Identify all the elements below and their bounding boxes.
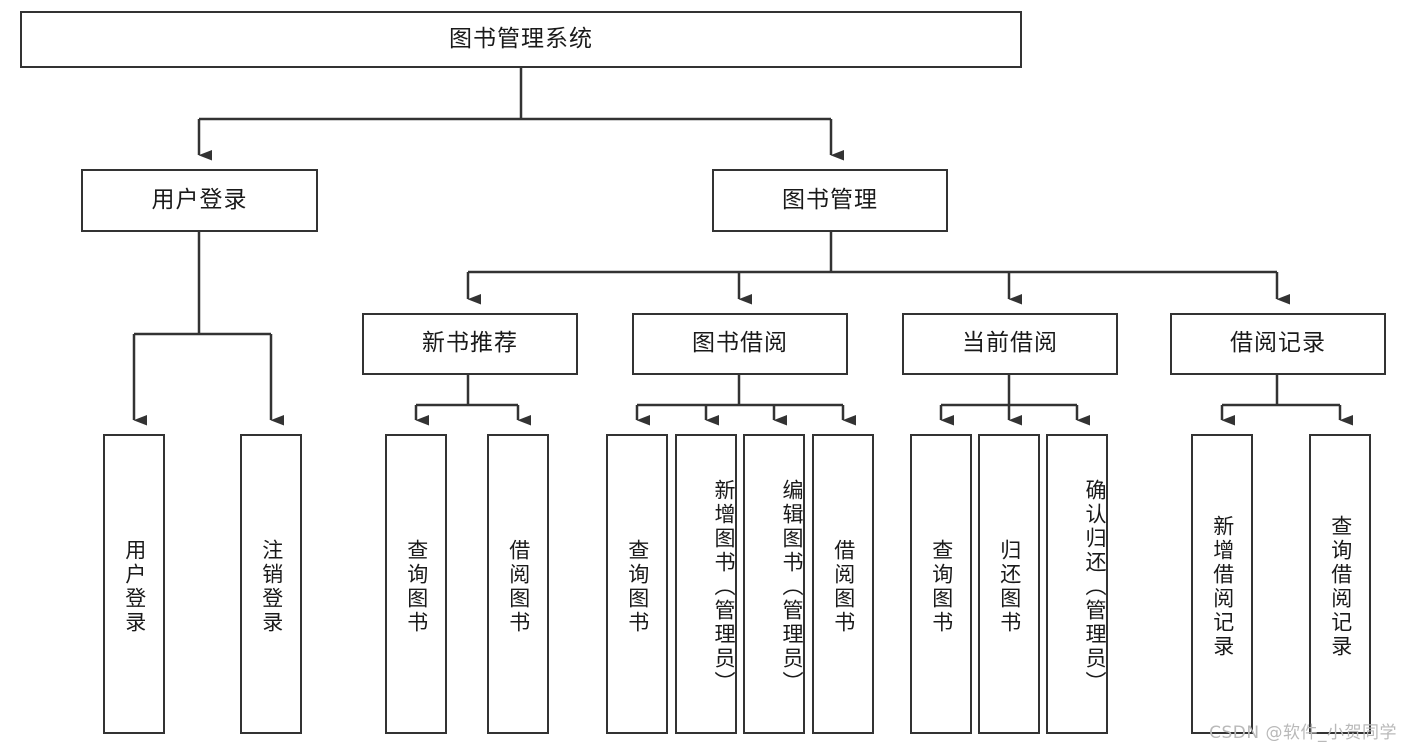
leaf-borrow-query-book[interactable]: 查询图书 xyxy=(606,434,668,734)
leaf-recommend-query-book[interactable]: 查询图书 xyxy=(385,434,447,734)
leaf-label: 查询借阅记录 xyxy=(1328,515,1353,659)
leaf-borrow-add-book-admin[interactable]: 新增图书（管理员） xyxy=(675,434,737,734)
node-book-management-label: 图书管理 xyxy=(782,186,878,213)
leaf-recommend-borrow-book[interactable]: 借阅图书 xyxy=(487,434,549,734)
leaf-record-query-record[interactable]: 查询借阅记录 xyxy=(1309,434,1371,734)
node-root-label: 图书管理系统 xyxy=(449,25,593,52)
node-new-book-recommend[interactable]: 新书推荐 xyxy=(362,313,578,375)
node-borrow-record[interactable]: 借阅记录 xyxy=(1170,313,1386,375)
leaf-label: 查询图书 xyxy=(625,539,650,635)
node-book-borrow[interactable]: 图书借阅 xyxy=(632,313,848,375)
leaf-label: 借阅图书 xyxy=(831,539,856,635)
leaf-label: 用户登录 xyxy=(122,539,147,635)
node-user-login[interactable]: 用户登录 xyxy=(81,169,318,232)
node-current-borrow-label: 当前借阅 xyxy=(962,330,1058,357)
leaf-current-query-book[interactable]: 查询图书 xyxy=(910,434,972,734)
node-current-borrow[interactable]: 当前借阅 xyxy=(902,313,1118,375)
leaf-label: 查询图书 xyxy=(404,539,429,635)
node-borrow-record-label: 借阅记录 xyxy=(1230,330,1326,357)
leaf-label: 编辑图书（管理员） xyxy=(780,479,804,695)
leaf-label: 新增图书（管理员） xyxy=(712,479,736,695)
node-book-management[interactable]: 图书管理 xyxy=(712,169,948,232)
leaf-label: 归还图书 xyxy=(997,539,1022,635)
leaf-record-add-record[interactable]: 新增借阅记录 xyxy=(1191,434,1253,734)
leaf-borrow-edit-book-admin[interactable]: 编辑图书（管理员） xyxy=(743,434,805,734)
node-new-book-recommend-label: 新书推荐 xyxy=(422,330,518,357)
leaf-label: 注销登录 xyxy=(259,539,284,635)
leaf-label: 借阅图书 xyxy=(506,539,531,635)
leaf-user-login-logout[interactable]: 注销登录 xyxy=(240,434,302,734)
leaf-label: 查询图书 xyxy=(929,539,954,635)
leaf-current-confirm-return-admin[interactable]: 确认归还（管理员） xyxy=(1046,434,1108,734)
leaf-user-login-login[interactable]: 用户登录 xyxy=(103,434,165,734)
leaf-current-return-book[interactable]: 归还图书 xyxy=(978,434,1040,734)
leaf-label: 新增借阅记录 xyxy=(1210,515,1235,659)
watermark: CSDN @软件_小贺同学 xyxy=(1209,723,1397,743)
leaf-borrow-borrow-book[interactable]: 借阅图书 xyxy=(812,434,874,734)
node-user-login-label: 用户登录 xyxy=(151,186,248,213)
node-book-borrow-label: 图书借阅 xyxy=(692,330,788,357)
leaf-label: 确认归还（管理员） xyxy=(1083,479,1107,695)
node-root[interactable]: 图书管理系统 xyxy=(20,11,1022,68)
